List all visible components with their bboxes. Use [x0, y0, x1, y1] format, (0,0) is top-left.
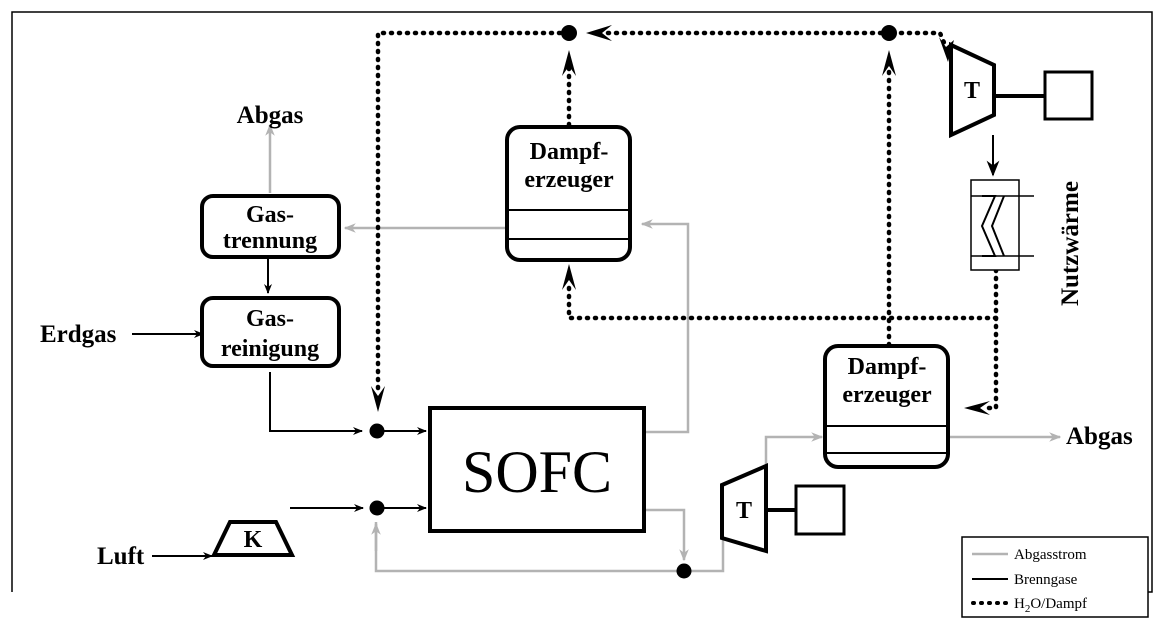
turbine-bottom-label: T [736, 498, 752, 524]
junction-dot [881, 25, 897, 41]
compressor: K [210, 520, 296, 557]
sofc-label: SOFC [462, 439, 612, 505]
dampferzeuger-top-box: Dampf- erzeuger [505, 125, 632, 262]
dampferzeuger-bottom-box: Dampf- erzeuger [823, 344, 950, 469]
dampferzeuger-top-label-line1: Dampf- [530, 139, 609, 165]
generator-top [1043, 70, 1094, 121]
gastrennung-box: Gas- trennung [200, 194, 341, 259]
gastrennung-label-line2: trennung [223, 228, 317, 254]
luft-label: Luft [97, 543, 145, 570]
legend-abgasstrom: Abgasstrom [1014, 547, 1087, 563]
gastrennung-label-line1: Gas- [246, 202, 294, 228]
erdgas-label: Erdgas [40, 321, 117, 348]
gasreinigung-box: Gas- reinigung [200, 296, 341, 368]
gasreinigung-label-line2: reinigung [221, 336, 319, 362]
junction-dot [369, 423, 385, 439]
h2o-dampf-lines [371, 25, 999, 415]
turbine-top-label: T [964, 78, 980, 104]
brenngase-lines [132, 258, 427, 560]
generator-bottom [794, 484, 846, 536]
dampferzeuger-bottom-label-line1: Dampf- [848, 354, 927, 380]
junction-dot [676, 563, 692, 579]
junction-dot [561, 25, 577, 41]
abgasstrom-lines [265, 123, 1062, 573]
gasreinigung-label-line1: Gas- [246, 306, 294, 332]
nutzwaerme-label: Nutzwärme [1057, 181, 1084, 306]
turbine-top: T [949, 41, 1094, 139]
dampferzeuger-bottom-label-line2: erzeuger [842, 382, 932, 408]
compressor-label: K [244, 527, 263, 553]
abgas-right-label: Abgas [1066, 423, 1133, 450]
legend-h2o-dampf: H2O/Dampf [1014, 596, 1087, 615]
sofc-box: SOFC [428, 406, 646, 533]
junction-dot [369, 500, 385, 516]
turbine-bottom: T [720, 462, 846, 554]
dampferzeuger-top-label-line2: erzeuger [524, 167, 614, 193]
legend-brenngase: Brenngase [1014, 572, 1078, 588]
abgas-top-label: Abgas [237, 102, 304, 129]
heat-exchanger [970, 179, 1034, 271]
legend: Abgasstrom Brenngase H2O/Dampf [961, 536, 1149, 618]
